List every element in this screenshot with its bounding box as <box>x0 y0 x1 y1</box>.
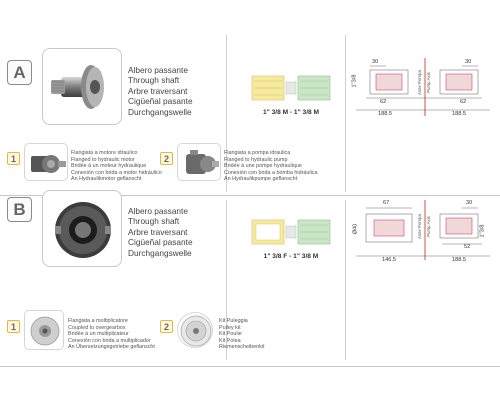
dim-label: 62 <box>380 99 387 105</box>
axis-label: Asse Pompa <box>416 214 422 239</box>
drawing-geometry <box>356 58 490 116</box>
dim-label: 62 <box>460 99 467 105</box>
option-line: Bridée à un moteur hydraulique <box>71 163 147 170</box>
dim-label: 146.5 <box>382 257 396 263</box>
option-b1-text: Flangiata a moltiplicatore Coupled to ov… <box>68 318 155 351</box>
dim-label: 1"3/8 <box>351 74 358 88</box>
section-b-letter: B <box>7 197 32 222</box>
motor-illustration <box>31 155 66 173</box>
technical-drawing-b: 67 30 Ø40 52 146.5 188.5 1"3/8 Asse Pomp… <box>352 198 495 270</box>
option-line: Pulley kit <box>219 324 241 331</box>
shaft-coupling-illustration <box>55 202 111 258</box>
section-divider <box>0 195 500 196</box>
axis-label: Pump Axis <box>425 72 431 93</box>
option-line: An Hydraulikmotor geflanscht <box>71 176 142 183</box>
description-line: Albero passante <box>128 65 188 75</box>
axis-label: Asse Pompa <box>416 70 422 95</box>
option-line: Conexión con brida a multiplicador <box>68 337 151 344</box>
option-line: Kit Poulie <box>219 331 242 338</box>
option-line: An Übersetzungsgetriebe geflanscht <box>68 344 155 351</box>
dim-label: 1"3/8 <box>479 224 486 238</box>
option-number-badge: 2 <box>160 320 173 333</box>
option-line: Flanged to hydraulic pump <box>224 156 288 163</box>
section-a-description: Albero passante Through shaft Arbre trav… <box>128 65 193 117</box>
description-line: Arbre traversant <box>128 226 188 237</box>
spec-label-a: 1" 3/8 M - 1" 3/8 M <box>262 109 320 116</box>
option-number-badge: 2 <box>160 152 173 165</box>
description-line: Arbre traversant <box>128 85 188 96</box>
option-line: Bridée à un multiplicateur <box>68 331 129 338</box>
drawing-geometry <box>356 200 490 260</box>
dim-label: 67 <box>383 200 390 206</box>
option-line: Flangiata a pompa idraulica <box>224 150 291 156</box>
hydraulic-pump-photo <box>177 143 221 181</box>
option-line: Flangiata a motore idraulico <box>71 150 138 156</box>
shaft-illustration <box>51 65 104 109</box>
section-a-letter: A <box>7 60 32 85</box>
option-line: Kit Puleggia <box>219 318 248 324</box>
through-shaft-photo-a <box>42 48 122 125</box>
description-line: Cigüeñal pasante <box>128 96 193 107</box>
shaft-schematic-b <box>246 212 336 252</box>
male-male-shaft-diagram <box>251 75 331 101</box>
overgearbox-photo <box>24 310 64 350</box>
section-b-description: Albero passante Through shaft Arbre trav… <box>128 206 193 258</box>
description-line: Durchgangswelle <box>128 106 192 117</box>
female-male-shaft-diagram <box>251 219 331 245</box>
pulley-kit-photo <box>177 312 213 348</box>
pump-illustration <box>186 150 219 174</box>
dim-label: 188.5 <box>378 111 392 117</box>
section-divider <box>0 366 500 367</box>
hydraulic-motor-photo <box>24 143 68 181</box>
option-a1-text: Flangiata a motore idraulico Flanged to … <box>71 150 162 183</box>
spec-label-b: 1" 3/8 F - 1" 3/8 M <box>263 253 319 260</box>
technical-drawing-a: 30 30 62 62 188.5 188.5 1"3/8 Asse Pompa… <box>351 58 495 124</box>
divider <box>226 200 227 360</box>
option-line: Flanged to hydraulic motor <box>71 156 135 163</box>
description-line: Durchgangswelle <box>128 247 192 258</box>
axis-label: Pump Axis <box>425 216 431 237</box>
description-line: Cigüeñal pasante <box>128 237 193 248</box>
divider <box>226 35 227 192</box>
dim-label: 188.5 <box>452 257 466 263</box>
dim-label: 30 <box>466 200 473 206</box>
description-line: Albero passante <box>128 206 188 216</box>
dim-label: 52 <box>464 244 471 250</box>
option-number-badge: 1 <box>7 152 20 165</box>
dim-label: 30 <box>465 59 472 65</box>
option-number-badge: 1 <box>7 320 20 333</box>
gearbox-illustration <box>30 316 60 346</box>
through-shaft-photo-b <box>42 190 122 267</box>
option-line: An Hydraulikpumpe geflanscht <box>224 176 298 183</box>
option-line: Conexión con brida a motor hidráulico <box>71 169 162 176</box>
dim-label: Ø40 <box>352 223 359 235</box>
option-b2-text: Kit Puleggia Pulley kit Kit Poulie Kit P… <box>219 318 265 351</box>
shaft-schematic-a <box>246 68 336 108</box>
option-a2-text: Flangiata a pompa idraulica Flanged to h… <box>224 150 318 183</box>
description-line: Through shaft <box>128 75 180 86</box>
option-line: Conexión con brida a bomba hidráulica <box>224 169 318 176</box>
option-line: Kit Polea <box>219 337 241 344</box>
description-line: Through shaft <box>128 216 180 227</box>
pulley-illustration <box>180 315 212 347</box>
divider <box>345 200 346 360</box>
option-line: Flangiata a moltiplicatore <box>68 318 128 324</box>
dim-label: 188.5 <box>452 111 466 117</box>
dim-label: 30 <box>372 59 379 65</box>
option-line: Bridée à une pompe hydraulique <box>224 163 302 170</box>
divider <box>345 35 346 192</box>
option-line: Riemenscheibenkit <box>219 344 265 351</box>
option-line: Coupled to overgearbox <box>68 324 126 331</box>
